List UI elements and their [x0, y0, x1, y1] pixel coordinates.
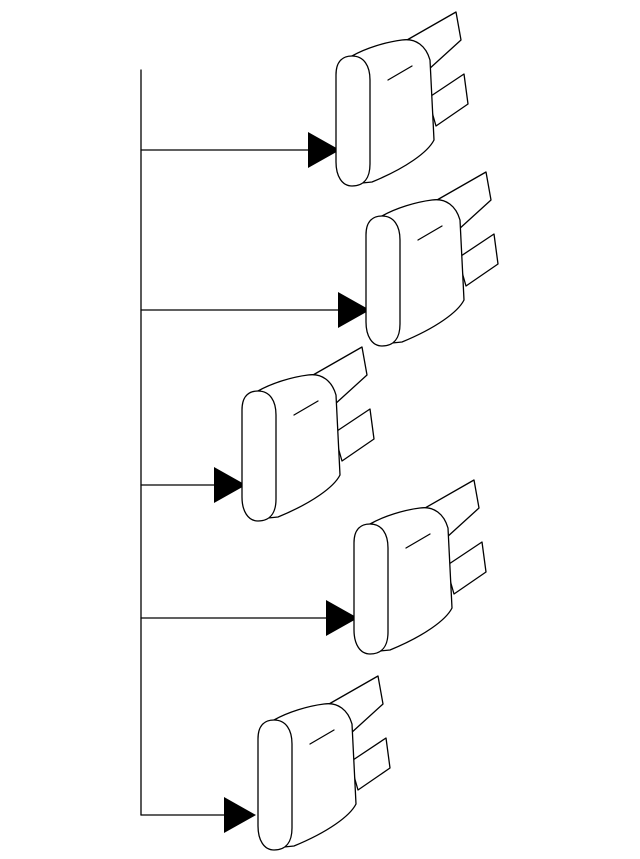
callout-3	[140, 467, 246, 503]
blade-fuse-icon	[353, 479, 487, 655]
arrowhead	[224, 797, 256, 833]
callout-2	[140, 292, 370, 328]
callout-5	[140, 797, 256, 833]
callout-4	[140, 600, 358, 636]
arrowhead	[326, 600, 358, 636]
arrowhead	[214, 467, 246, 503]
blade-fuse-icon	[241, 346, 375, 522]
blade-fuse-icon	[365, 171, 499, 347]
callout-1	[140, 132, 340, 168]
arrowhead	[308, 132, 340, 168]
blade-fuse-icon	[335, 11, 469, 187]
arrowhead	[338, 292, 370, 328]
blade-fuse-icon	[257, 675, 391, 851]
